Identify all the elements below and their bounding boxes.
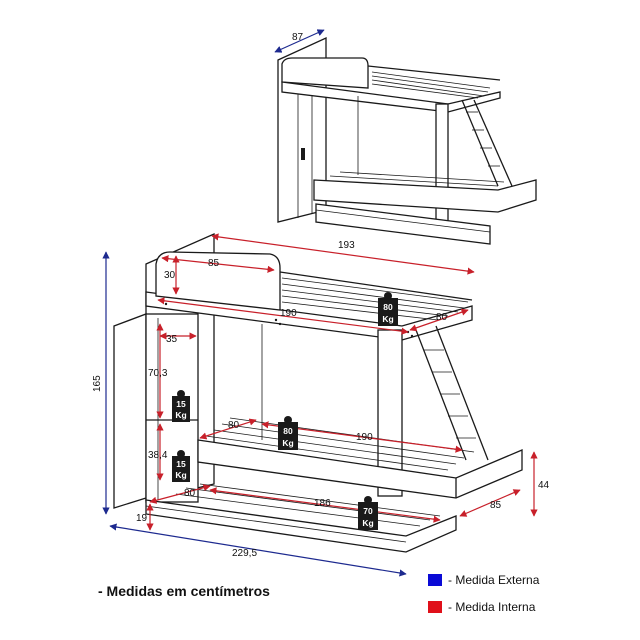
legend-internal: - Medida Interna <box>428 600 535 614</box>
legend-external: - Medida Externa <box>428 573 539 587</box>
dim-shelf-height-bottom: 38,4 <box>148 450 168 461</box>
dim-shelf-height-top: 70,3 <box>148 368 168 379</box>
weight-badge-shelf-top: 15 Kg <box>172 390 190 422</box>
dim-headboard-height: 30 <box>164 270 176 281</box>
dim-upper-bed-length: 190 <box>280 308 297 319</box>
legend-internal-swatch <box>428 601 442 613</box>
dim-trundle-height: 19 <box>136 513 148 524</box>
svg-text:15: 15 <box>176 399 186 409</box>
dim-total-length: 193 <box>338 240 355 251</box>
svg-text:70: 70 <box>363 506 373 516</box>
dim-shelf-width: 35 <box>166 334 178 345</box>
dim-trundle-length: 186 <box>314 498 331 509</box>
dim-lower-bed-width: 80 <box>228 420 240 431</box>
dim-base-length: 229,5 <box>232 548 257 559</box>
dim-trundle-width: 80 <box>184 488 196 499</box>
preview-drawing: 87 <box>274 29 537 245</box>
dim-side-depth: 85 <box>490 500 502 511</box>
legend-internal-label: - Medida Interna <box>448 600 536 614</box>
legend-external-label: - Medida Externa <box>448 573 540 587</box>
svg-text:Kg: Kg <box>382 314 393 324</box>
units-note: - Medidas em centímetros <box>98 583 270 599</box>
dim-top-depth: 87 <box>292 32 304 43</box>
weight-badge-shelf-bottom: 15 Kg <box>172 450 190 482</box>
dim-total-height: 165 <box>92 375 103 392</box>
dim-side-height: 44 <box>538 480 550 491</box>
svg-text:80: 80 <box>383 302 393 312</box>
svg-text:80: 80 <box>283 426 293 436</box>
svg-text:15: 15 <box>176 459 186 469</box>
dim-headboard-length: 85 <box>208 258 220 269</box>
svg-text:Kg: Kg <box>362 518 373 528</box>
weight-badge-upper: 80 Kg <box>378 292 398 326</box>
weight-badge-lower: 80 Kg <box>278 416 298 450</box>
legend-external-swatch <box>428 574 442 586</box>
weight-badge-trundle: 70 Kg <box>358 496 378 530</box>
dim-lower-bed-length: 190 <box>356 432 373 443</box>
dim-upper-bed-width: 80 <box>436 312 448 323</box>
svg-text:Kg: Kg <box>282 438 293 448</box>
svg-text:Kg: Kg <box>175 410 186 420</box>
svg-text:Kg: Kg <box>175 470 186 480</box>
